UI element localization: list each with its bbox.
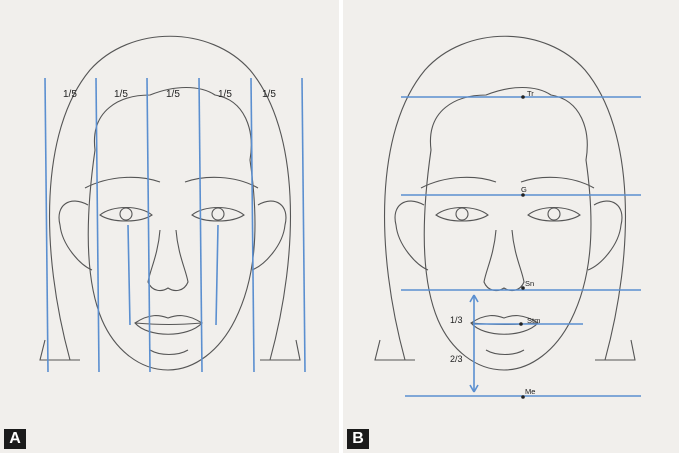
- panel-b-badge: B: [347, 429, 369, 449]
- panel-b-face-thirds: Tr G Sn Stm Me 1/3 2/3 B: [343, 0, 679, 453]
- landmark-label-me: Me: [525, 387, 535, 396]
- vertical-guide-lines: [45, 78, 305, 372]
- landmark-label-tr: Tr: [527, 89, 534, 98]
- panel-a-badge: A: [4, 429, 26, 449]
- fifth-labels: 1/5 1/5 1/5 1/5 1/5: [63, 89, 276, 100]
- landmark-label-g: G: [521, 185, 527, 194]
- panel-a-face-fifths: 1/5 1/5 1/5 1/5 1/5 A: [0, 0, 339, 453]
- fifth-label-4: 1/5: [218, 89, 232, 100]
- landmark-dot-tr: [521, 95, 525, 99]
- fifth-label-2: 1/5: [114, 89, 128, 100]
- landmark-label-stm: Stm: [527, 316, 540, 325]
- landmark-dot-stm: [519, 322, 523, 326]
- inner-guide-left: [128, 225, 130, 325]
- face-sketch-a: 1/5 1/5 1/5 1/5 1/5: [0, 0, 339, 453]
- face-sketch-b: Tr G Sn Stm Me 1/3 2/3: [343, 0, 679, 453]
- ratio-label-two-thirds: 2/3: [450, 354, 463, 364]
- guide-line-1: [45, 78, 48, 372]
- guide-line-4: [199, 78, 202, 372]
- fifth-label-5: 1/5: [262, 89, 276, 100]
- landmark-points: [519, 95, 525, 399]
- guide-line-5: [251, 78, 254, 372]
- face-drawing: [40, 36, 300, 370]
- face-drawing: [375, 36, 635, 370]
- guide-line-6: [302, 78, 305, 372]
- ratio-labels: 1/3 2/3: [450, 315, 463, 364]
- fifth-label-3: 1/5: [166, 89, 180, 100]
- ratio-label-one-third: 1/3: [450, 315, 463, 325]
- guide-line-3: [147, 78, 150, 372]
- landmark-label-sn: Sn: [525, 279, 534, 288]
- fifth-label-1: 1/5: [63, 89, 77, 100]
- inner-guide-right: [216, 225, 218, 325]
